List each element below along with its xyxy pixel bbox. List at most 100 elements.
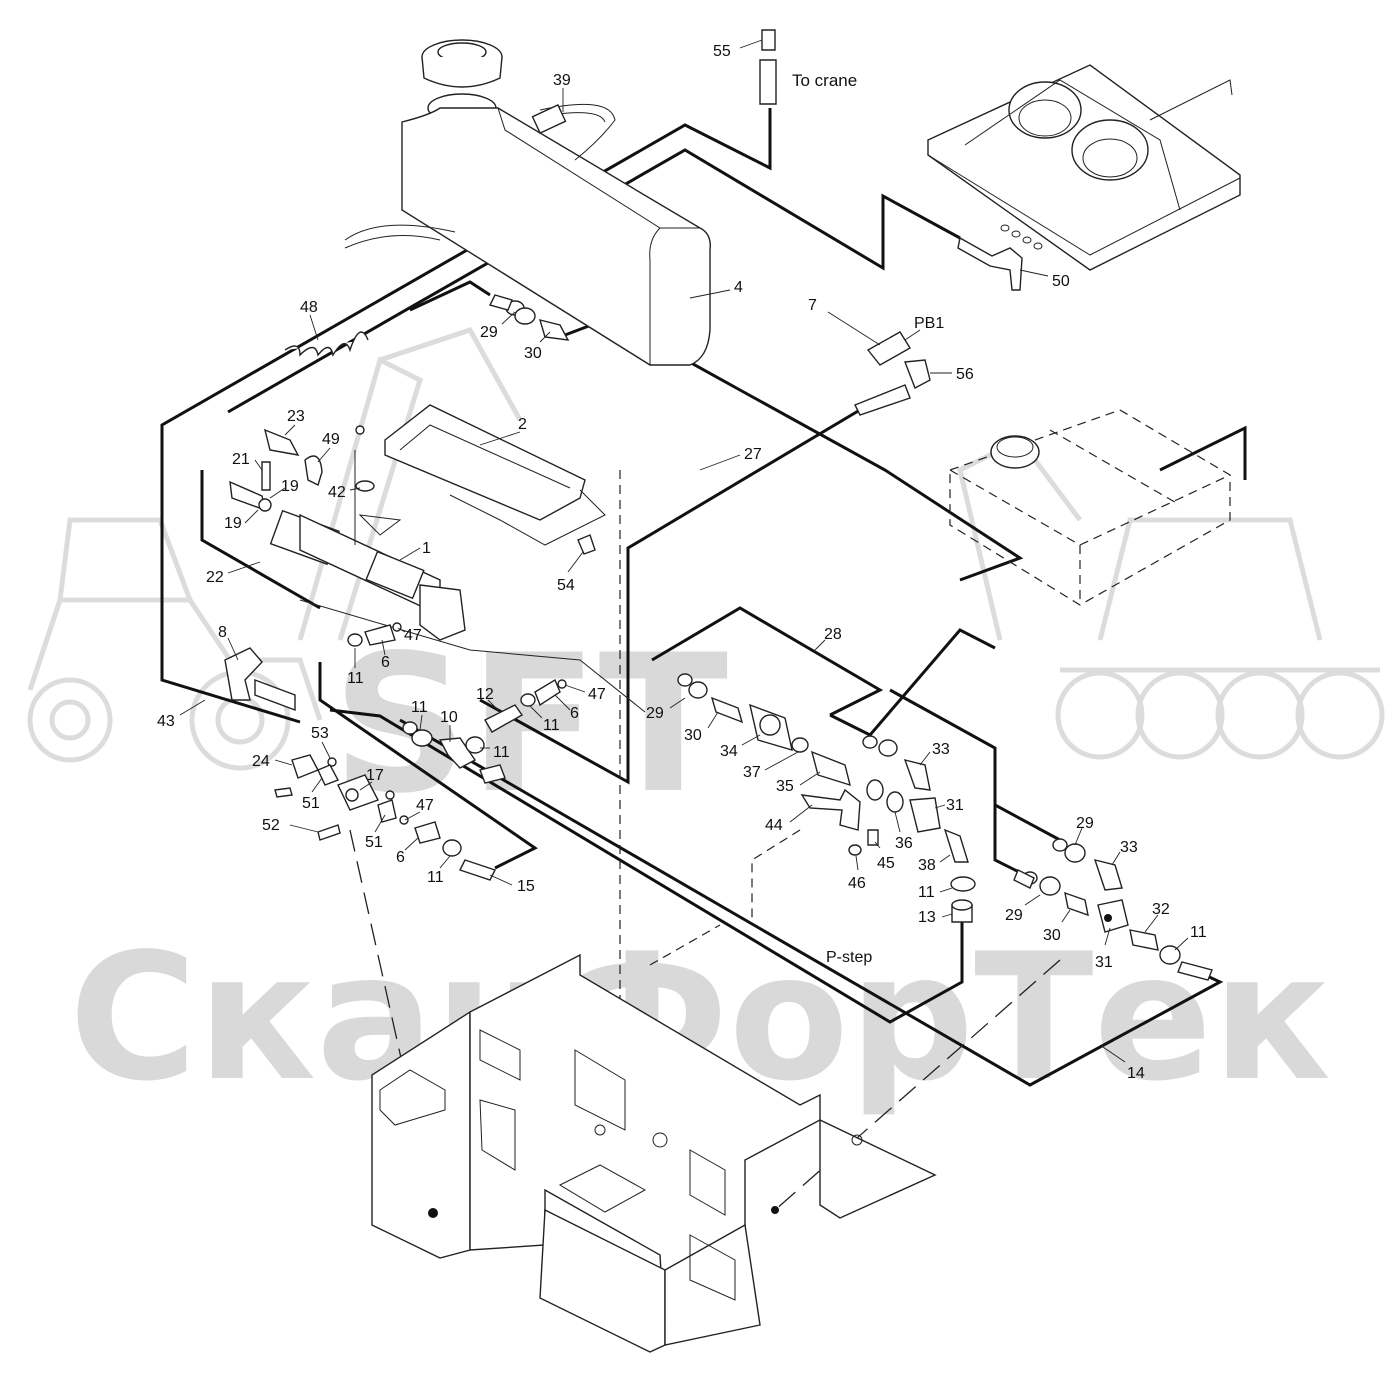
callout-11g: 11 xyxy=(1190,924,1207,941)
callout-28: 28 xyxy=(824,626,842,643)
hose-end-crane xyxy=(759,59,777,105)
callout-13: 13 xyxy=(918,909,936,926)
leader-28 xyxy=(814,639,826,651)
leader-27 xyxy=(699,454,741,471)
fitting-50 xyxy=(957,236,1023,291)
leader-46 xyxy=(855,855,859,871)
leader-47b xyxy=(564,684,586,693)
hose-22 xyxy=(200,470,321,610)
leader-32 xyxy=(1144,914,1159,933)
callout-38: 38 xyxy=(918,857,936,874)
leader-49 xyxy=(317,447,331,463)
callout-6b: 6 xyxy=(570,705,579,722)
leader-42 xyxy=(349,487,361,491)
callout-48: 48 xyxy=(300,299,318,316)
left-fittings xyxy=(224,29,931,712)
clamp-11c-2 xyxy=(411,729,433,747)
leader-47c xyxy=(404,811,421,821)
clamp-11d xyxy=(465,736,485,754)
callout-8: 8 xyxy=(218,624,227,641)
leader-47a xyxy=(397,627,406,633)
callout-32: 32 xyxy=(1152,901,1170,918)
hose-end-27 xyxy=(854,384,911,416)
leader-44 xyxy=(789,804,813,823)
callout-2: 2 xyxy=(518,416,527,433)
oil-tank xyxy=(344,39,711,366)
callout-37: 37 xyxy=(743,764,761,781)
leader-19a xyxy=(269,487,286,499)
o-rings-50 xyxy=(1000,224,1043,250)
tee-31a xyxy=(909,797,941,833)
watermark-tractor-right xyxy=(957,436,1385,760)
hose-27-down xyxy=(479,396,881,785)
nut-17 xyxy=(385,790,395,800)
clamp-11b xyxy=(520,693,536,707)
frame-side-right xyxy=(664,1223,761,1346)
callout-21: 21 xyxy=(232,451,250,468)
ring-36 xyxy=(866,779,884,801)
bolt-21 xyxy=(261,461,271,491)
callout-11c: 11 xyxy=(411,699,428,716)
clamp-11c xyxy=(402,721,418,735)
hose-end-29d xyxy=(1013,869,1035,889)
callout-11e: 11 xyxy=(427,869,444,886)
leader-11b xyxy=(529,705,543,719)
hose-end-14 xyxy=(1177,961,1213,981)
fitting-6a xyxy=(364,624,396,646)
clamp-29c-2 xyxy=(1064,843,1086,863)
tank-cap-body xyxy=(421,56,503,88)
hose-29-loop xyxy=(993,805,1026,877)
callout-30a: 30 xyxy=(524,345,542,362)
clamp-29b xyxy=(677,673,693,687)
bolt-45 xyxy=(867,829,879,846)
fitting-55 xyxy=(761,29,776,51)
callout-24: 24 xyxy=(252,753,270,770)
frame-mount-point-left xyxy=(428,1208,438,1218)
callout-15: 15 xyxy=(517,878,535,895)
leader-31b xyxy=(1104,927,1111,946)
leader-6b xyxy=(554,694,571,711)
washer-42 xyxy=(355,480,375,492)
leader-33b xyxy=(1111,851,1121,866)
tank2-edge xyxy=(949,429,1231,605)
clamp-29a-2 xyxy=(514,307,536,325)
hose-ends xyxy=(459,294,1213,981)
callout-29b: 29 xyxy=(646,705,664,722)
leader-53 xyxy=(321,741,331,759)
center-fittings xyxy=(274,622,567,857)
callout-42: 42 xyxy=(328,484,346,501)
hose-p-step xyxy=(329,708,964,1024)
cylinder-end-block xyxy=(419,584,466,641)
fitting-35 xyxy=(810,750,851,787)
callout-43: 43 xyxy=(157,713,175,730)
machine-frame xyxy=(371,953,937,1353)
callout-47c: 47 xyxy=(416,797,434,814)
callout-39: 39 xyxy=(553,72,571,89)
leader-29a xyxy=(501,311,516,325)
tube-12 xyxy=(484,704,524,733)
hose-frame-right xyxy=(829,628,996,737)
clamp-29b-2 xyxy=(688,681,708,699)
bracket-51a xyxy=(317,764,339,786)
leader-38 xyxy=(939,854,951,863)
frame-slot xyxy=(558,1164,647,1213)
callout-51a: 51 xyxy=(302,795,320,812)
tank-edge-2 xyxy=(649,227,661,365)
clamp-11g xyxy=(1159,945,1181,965)
callout-6a: 6 xyxy=(381,654,390,671)
tank-hose-under xyxy=(344,224,456,249)
callout-31b: 31 xyxy=(1095,954,1113,971)
callout-14: 14 xyxy=(1127,1065,1145,1082)
leader-30a xyxy=(539,331,551,343)
washer-46 xyxy=(848,844,862,856)
callout-22: 22 xyxy=(206,569,224,586)
valve-port-1-inner xyxy=(1018,99,1072,137)
leader-29b xyxy=(669,697,686,709)
callout-29d: 29 xyxy=(1005,907,1023,924)
leader-33a xyxy=(919,751,931,766)
tank2-cap xyxy=(990,435,1040,469)
tank-body xyxy=(401,107,711,366)
fitting-6b xyxy=(534,678,561,707)
leader-51a xyxy=(311,777,323,793)
